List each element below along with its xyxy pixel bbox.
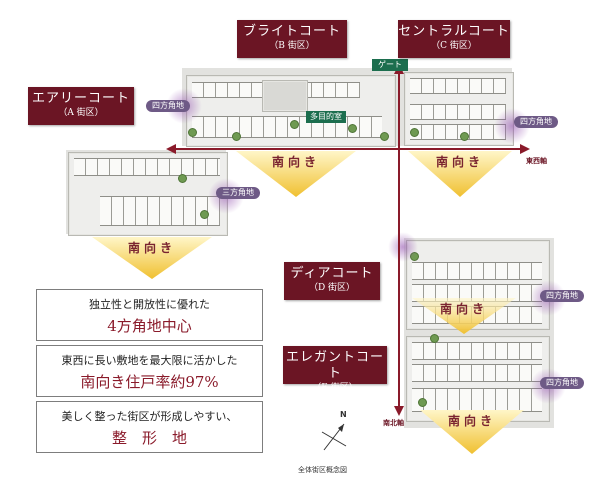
- corner-tag-b: 四方角地: [146, 100, 190, 112]
- south-label: 南向き: [447, 414, 496, 428]
- tree: [290, 120, 299, 129]
- south-label: 南向き: [435, 155, 484, 169]
- multipurpose-room-label: 多目的室: [306, 111, 346, 123]
- feature-text: 独立性と開放性に優れた: [89, 298, 210, 311]
- east-west-axis-arrow-right: [520, 144, 530, 154]
- court-label-dear: ディアコート （D 街区）: [284, 262, 380, 300]
- court-block: （A 街区）: [58, 108, 104, 118]
- south-indicator-e: 南向き: [420, 410, 524, 454]
- south-label: 南向き: [439, 302, 488, 316]
- tree: [348, 124, 357, 133]
- feature-box-2: 東西に長い敷地を最大限に活かした 南向き住戸率約97%: [36, 345, 263, 397]
- corner-tag-c: 四方角地: [514, 116, 558, 128]
- tree: [200, 210, 209, 219]
- north-south-axis-label: 南北軸: [383, 419, 404, 427]
- corner-tag-d: 四方角地: [540, 290, 584, 302]
- block-e-row-3: [412, 388, 542, 412]
- tree: [380, 132, 389, 141]
- south-indicator-b: 南向き: [236, 151, 356, 197]
- south-indicator-d: 南向き: [412, 298, 516, 334]
- court-label-elegant: エレガントコート （E 街区）: [283, 346, 387, 393]
- east-west-axis-label: 東西軸: [526, 157, 547, 165]
- court-block: （B 街区）: [269, 41, 315, 51]
- diagram-caption: 全体街区概念図: [298, 466, 347, 474]
- south-indicator-c: 南向き: [408, 151, 512, 197]
- block-b-tower: [262, 80, 308, 112]
- compass-icon: N: [316, 410, 352, 456]
- south-label: 南向き: [127, 241, 176, 255]
- feature-text: 東西に長い敷地を最大限に活かした: [61, 354, 238, 367]
- block-e-row-1: [412, 342, 542, 360]
- south-label: 南向き: [271, 155, 320, 169]
- feature-box-3: 美しく整った街区が形成しやすい、 整 形 地: [36, 401, 263, 453]
- corner-glow: [388, 232, 418, 262]
- block-c-row-2: [410, 104, 506, 120]
- block-d-row-1: [412, 262, 542, 280]
- feature-highlight: 4方角地中心: [107, 317, 192, 335]
- court-name: エアリーコート: [31, 91, 130, 106]
- corner-tag-e: 四方角地: [540, 377, 584, 389]
- court-label-bright: ブライトコート （B 街区）: [237, 20, 347, 58]
- tree: [178, 174, 187, 183]
- court-label-central: セントラルコート （C 街区）: [398, 20, 510, 58]
- block-c-row-3: [410, 124, 506, 140]
- tree: [460, 132, 469, 141]
- tree: [410, 128, 419, 137]
- block-c-row-1: [410, 78, 506, 94]
- tree: [188, 128, 197, 137]
- tree: [430, 334, 439, 343]
- south-indicator-a: 南向き: [92, 237, 212, 279]
- feature-text: 美しく整った街区が形成しやすい、: [61, 410, 238, 423]
- feature-highlight: 南向き住戸率約97%: [80, 373, 219, 391]
- court-block: （D 街区）: [308, 283, 356, 293]
- block-a-row-1: [74, 158, 220, 176]
- corner-tag-a: 三方角地: [216, 187, 260, 199]
- court-label-airy: エアリーコート （A 街区）: [28, 87, 134, 125]
- court-name: ディアコート: [290, 266, 374, 281]
- feature-highlight: 整 形 地: [111, 429, 187, 447]
- east-west-axis: [172, 148, 522, 150]
- court-name: ブライトコート: [242, 24, 341, 39]
- north-south-axis: [398, 70, 400, 410]
- gate-label: ゲート: [372, 59, 408, 71]
- north-south-axis-arrow-bottom: [394, 406, 404, 416]
- court-block: （C 街区）: [431, 41, 477, 51]
- tree: [232, 132, 241, 141]
- court-block: （E 街区）: [312, 383, 358, 393]
- block-e-row-2: [412, 364, 542, 382]
- court-name: セントラルコート: [398, 24, 510, 39]
- court-name: エレガントコート: [285, 350, 384, 381]
- tree: [418, 398, 427, 407]
- east-west-axis-arrow-left: [166, 144, 176, 154]
- feature-box-1: 独立性と開放性に優れた 4方角地中心: [36, 289, 263, 341]
- compass-north-label: N: [340, 410, 347, 419]
